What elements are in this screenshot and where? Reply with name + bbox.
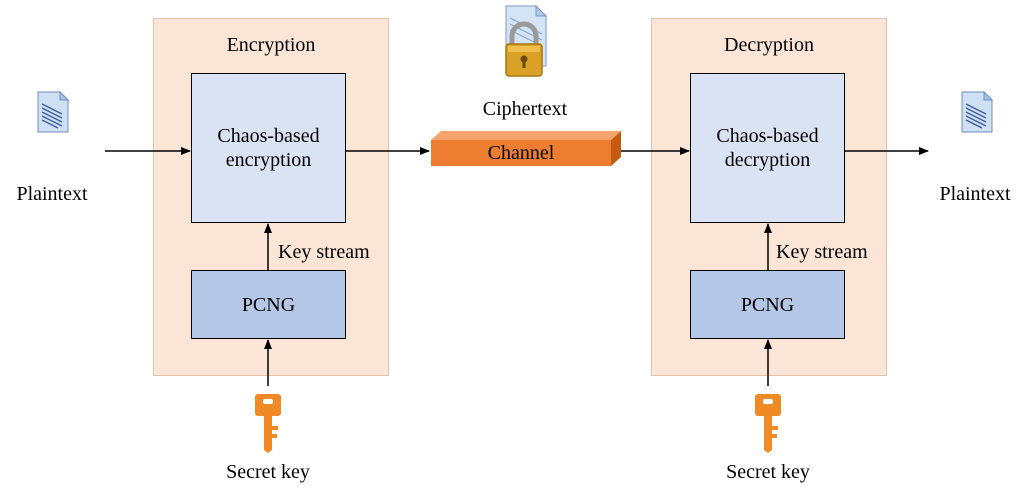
channel-side-face bbox=[611, 131, 621, 166]
secret-key-decryption-label: Secret key bbox=[726, 461, 810, 483]
key-icon bbox=[255, 394, 281, 453]
chaos-encryption-line2: encryption bbox=[225, 149, 312, 171]
pcng-decryption-box: PCNG bbox=[690, 270, 845, 339]
channel-bar: Channel bbox=[431, 140, 611, 166]
secret-key-encryption-label: Secret key bbox=[226, 461, 310, 483]
pcng-encryption-box: PCNG bbox=[191, 270, 346, 339]
decryption-title: Decryption bbox=[724, 34, 814, 56]
chaos-decryption-box: Chaos-based decryption bbox=[690, 73, 845, 223]
ciphertext-label: Ciphertext bbox=[482, 98, 568, 120]
document-icon bbox=[37, 90, 70, 133]
chaos-encryption-box: Chaos-based encryption bbox=[191, 73, 346, 223]
plaintext-output-label: Plaintext bbox=[939, 183, 1011, 205]
decryption-keystream-label: Key stream bbox=[776, 241, 868, 263]
encryption-keystream-label: Key stream bbox=[278, 241, 370, 263]
chaos-decryption-line2: decryption bbox=[724, 149, 811, 171]
key-icon bbox=[755, 394, 781, 453]
encryption-title: Encryption bbox=[226, 34, 316, 56]
channel-top-face bbox=[431, 131, 621, 140]
document-icon bbox=[961, 90, 994, 133]
padlock-document-icon bbox=[505, 4, 548, 77]
chaos-encryption-line1: Chaos-based bbox=[217, 125, 320, 147]
chaos-decryption-line1: Chaos-based bbox=[716, 125, 819, 147]
plaintext-input-label: Plaintext bbox=[16, 183, 88, 205]
